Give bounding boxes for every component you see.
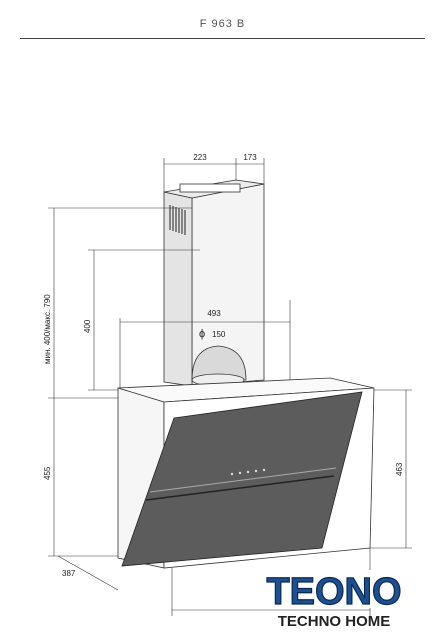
dim-body-depth: 387 bbox=[62, 569, 76, 578]
dim-chimney-min: 400 bbox=[83, 319, 92, 333]
vent-grill bbox=[169, 205, 186, 235]
glass-panel bbox=[121, 391, 363, 567]
chimney-side bbox=[163, 191, 193, 387]
logo-brand: TEONO bbox=[266, 571, 401, 613]
dim-chimney-depth: 173 bbox=[243, 153, 257, 162]
dim-panel-height: 463 bbox=[395, 462, 404, 476]
duct-dome bbox=[191, 345, 247, 381]
dim-body-height: 455 bbox=[43, 466, 52, 480]
dim-adjust-range: мин. 400/макс. 790 bbox=[43, 294, 52, 364]
dim-bracket-width: 493 bbox=[207, 309, 221, 318]
mount-bracket bbox=[179, 183, 241, 193]
dim-duct-diameter: 150 bbox=[212, 330, 226, 339]
header: F 963 B bbox=[0, 0, 445, 40]
model-title: F 963 B bbox=[199, 18, 246, 30]
logo-tagline: TECHNO HOME bbox=[278, 613, 391, 630]
diameter-symbol: ϕ bbox=[199, 328, 205, 340]
teono-logo: TEONO TECHNO HOME bbox=[238, 570, 430, 630]
header-rule bbox=[20, 38, 425, 39]
dim-chimney-width: 223 bbox=[193, 153, 207, 162]
